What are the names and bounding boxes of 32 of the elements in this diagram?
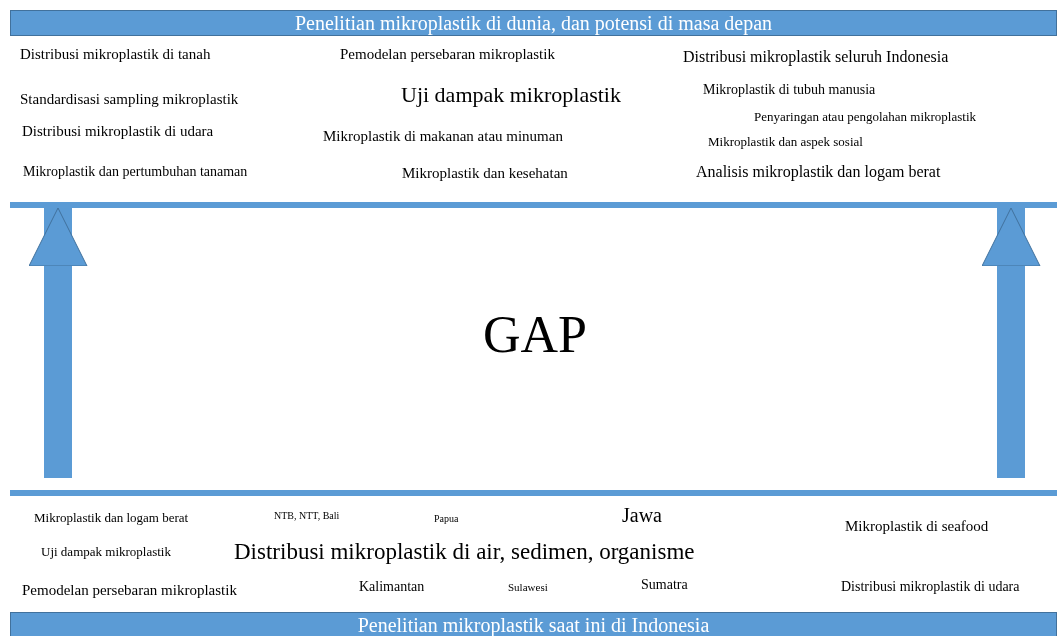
keyword-text: Distribusi mikroplastik di air, sedimen, organisme	[234, 538, 695, 566]
keyword-text: NTB, NTT, Bali	[274, 510, 340, 522]
up-arrow	[28, 207, 88, 478]
keyword-text: Uji dampak mikroplastik	[401, 81, 621, 109]
keyword-text: Mikroplastik dan kesehatan	[402, 164, 568, 182]
keyword-text: Sumatra	[641, 576, 688, 594]
keyword-text: Sulawesi	[508, 581, 548, 595]
research-panel	[10, 490, 1057, 636]
keyword-text: Uji dampak mikroplastik	[41, 544, 171, 560]
keyword-text: Mikroplastik dan aspek sosial	[708, 134, 863, 150]
keyword-text: Pemodelan persebaran mikroplastik	[22, 581, 237, 599]
title-banner: Penelitian mikroplastik saat ini di Indonesia	[10, 612, 1057, 636]
keyword-text: Analisis mikroplastik dan logam berat	[696, 162, 941, 182]
keyword-text: Penyaringan atau pengolahan mikroplastik	[754, 109, 977, 125]
keyword-text: Distribusi mikroplastik seluruh Indonesia	[683, 47, 949, 67]
keyword-text: Distribusi mikroplastik di udara	[841, 578, 1020, 596]
keyword-text: Papua	[434, 513, 459, 525]
keyword-text: Mikroplastik dan pertumbuhan tanaman	[23, 163, 248, 181]
keyword-text: Mikroplastik di seafood	[845, 517, 989, 535]
keyword-text: Standardisasi sampling mikroplastik	[20, 90, 239, 108]
keyword-text: Mikroplastik dan logam berat	[34, 510, 189, 526]
keyword-text: Distribusi mikroplastik di udara	[22, 122, 214, 140]
gap-label: GAP	[483, 305, 588, 365]
keyword-text: Jawa	[622, 503, 662, 527]
keyword-text: Distribusi mikroplastik di tanah	[20, 45, 211, 63]
title-banner: Penelitian mikroplastik di dunia, dan potensi di masa depan	[10, 10, 1057, 36]
keyword-text: Mikroplastik di tubuh manusia	[703, 81, 876, 99]
research-panel	[10, 10, 1057, 208]
up-arrow	[981, 207, 1041, 478]
keyword-text: Mikroplastik di makanan atau minuman	[323, 127, 563, 145]
keyword-text: Pemodelan persebaran mikroplastik	[340, 45, 555, 63]
keyword-text: Kalimantan	[359, 578, 425, 596]
